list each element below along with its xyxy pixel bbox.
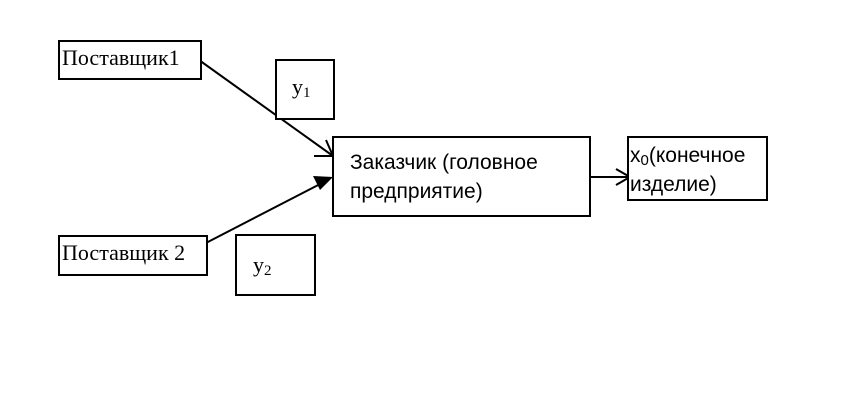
final-product-label-line2: изделие) bbox=[630, 173, 717, 196]
customer-label-line2: предприятие) bbox=[350, 180, 483, 203]
arrow-supplier1-to-customer bbox=[198, 59, 334, 157]
flow-label-y2-subscript: 2 bbox=[264, 263, 272, 279]
flow-label-y2-base: y bbox=[253, 252, 264, 277]
flow-label-y1-subscript: 1 bbox=[303, 85, 311, 101]
supplier-1-label: Поставщик1 bbox=[62, 45, 180, 70]
flow-label-y2-box: y2 bbox=[235, 234, 316, 296]
final-product-box: x0(конечное изделие) bbox=[627, 136, 768, 201]
final-product-label-line1: x0(конечное bbox=[630, 141, 766, 170]
final-product-suffix: (конечное bbox=[648, 144, 746, 167]
arrow-supplier2-to-customer bbox=[203, 181, 325, 245]
final-product-subscript: 0 bbox=[640, 152, 649, 169]
flow-label-y1-box: y1 bbox=[275, 59, 335, 120]
customer-box: Заказчик (головное предприятие) bbox=[332, 136, 591, 217]
flow-label-y1-base: y bbox=[292, 74, 303, 99]
supplier-2-label: Поставщик 2 bbox=[62, 240, 186, 265]
supplier-2-box: Поставщик 2 bbox=[58, 235, 208, 276]
final-product-prefix: x bbox=[630, 144, 641, 167]
arrowhead-supplier2 bbox=[313, 176, 333, 190]
customer-label-line1: Заказчик (головное bbox=[350, 151, 538, 174]
supplier-1-box: Поставщик1 bbox=[58, 40, 202, 80]
